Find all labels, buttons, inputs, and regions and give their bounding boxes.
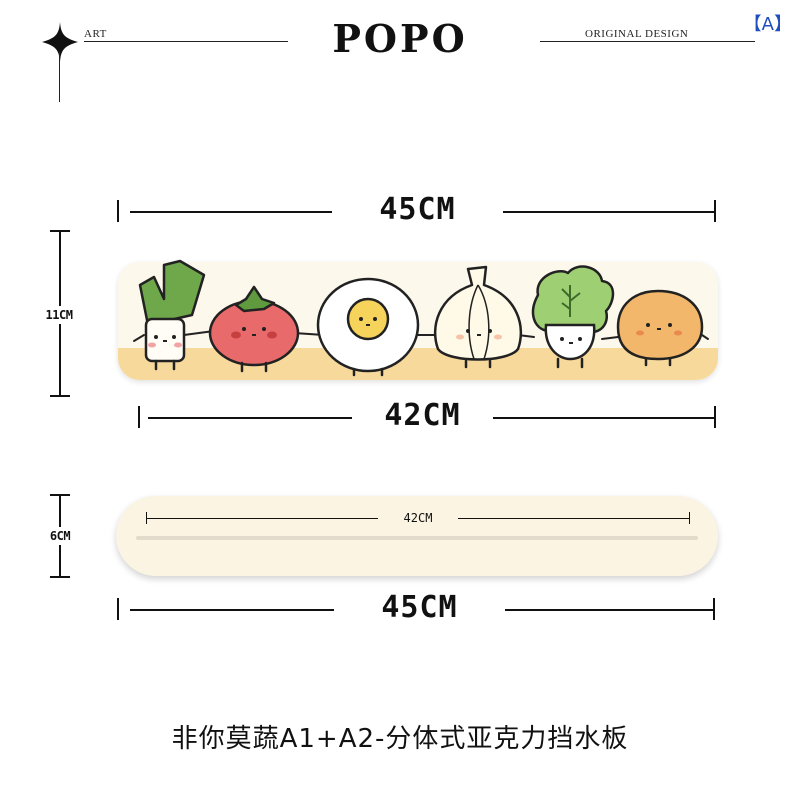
dim-tick-right — [689, 512, 690, 524]
header-rule-right — [540, 41, 755, 42]
dim-tick-bottom — [50, 576, 70, 578]
inner-width-label: 42CM — [378, 511, 458, 525]
dim-tick-bottom — [50, 395, 70, 397]
bottom-height-label: 6CM — [38, 527, 82, 545]
splash-guard-panel-b — [116, 496, 718, 576]
vegetable-characters — [133, 259, 709, 377]
product-caption: 非你莫蔬A1+A2-分体式亚克力挡水板 — [171, 724, 629, 754]
tomato-icon — [208, 285, 300, 373]
panel-groove — [136, 536, 698, 540]
potato-icon — [616, 289, 704, 367]
header-rule-left — [84, 41, 288, 42]
sparkle-icon — [42, 22, 78, 62]
art-label: ART — [84, 28, 107, 40]
egg-icon — [316, 277, 420, 377]
cabbage-icon — [531, 265, 615, 369]
corner-badge: 【A】 — [743, 14, 792, 35]
dim-tick-left — [117, 598, 119, 620]
scallion-icon — [138, 259, 206, 371]
dim-tick-right — [714, 200, 716, 222]
panel-color-stripe — [118, 348, 718, 380]
bottom-width-label: 45CM — [334, 590, 505, 625]
dim-tick-right — [713, 598, 715, 620]
brand-title: POPO — [332, 16, 468, 61]
panel-height-label: 11CM — [34, 306, 84, 324]
dim-tick-left — [138, 406, 140, 428]
garlic-icon — [433, 265, 523, 369]
dim-tick-left — [117, 200, 119, 222]
header-accent-line — [59, 52, 60, 102]
original-design-label: ORIGINAL DESIGN — [585, 28, 689, 40]
top-width-label: 45CM — [332, 192, 503, 227]
dim-tick-right — [714, 406, 716, 428]
base-width-label: 42CM — [352, 398, 493, 433]
